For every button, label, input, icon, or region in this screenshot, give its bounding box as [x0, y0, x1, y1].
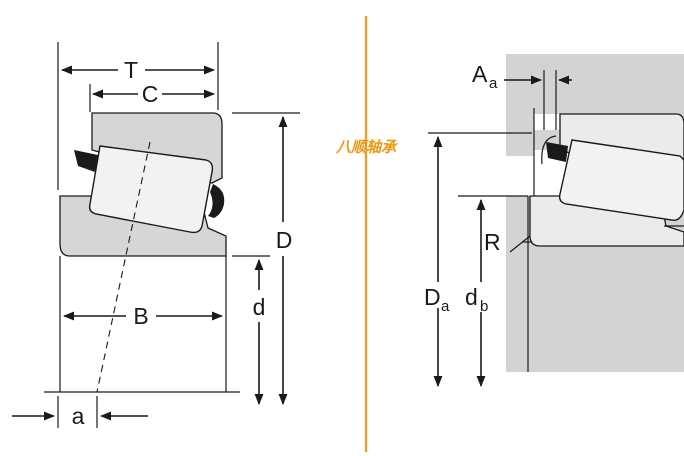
housing-top — [506, 54, 684, 114]
label-C: C — [142, 81, 159, 107]
cage-left — [74, 150, 98, 172]
label-B: B — [133, 303, 148, 329]
label-R: R — [484, 229, 501, 255]
dimension-a: a — [12, 396, 148, 429]
watermark: 八顺轴承 — [335, 138, 398, 156]
dimension-d: d — [253, 258, 266, 406]
right-mounting-section — [428, 54, 684, 372]
pressure-center-line — [96, 141, 151, 393]
dimension-C: C — [91, 81, 216, 107]
dimension-Da: D a — [424, 135, 450, 388]
label-Da-sub: a — [441, 298, 450, 315]
cage-right — [208, 184, 225, 218]
label-Aa-sub: a — [489, 75, 498, 92]
tapered-roller — [88, 145, 214, 234]
label-Da: D — [424, 284, 441, 310]
dimension-Aa: A a — [472, 61, 572, 92]
left-bearing-section — [44, 42, 300, 393]
housing-shoulder — [506, 114, 534, 156]
dimension-B: B — [62, 303, 224, 329]
label-Aa: A — [472, 61, 488, 87]
dimension-D: D — [276, 115, 293, 406]
dimension-T: T — [60, 57, 216, 83]
dimension-db: d b — [465, 198, 488, 388]
cage-mounted — [546, 142, 568, 162]
label-db: d — [465, 284, 478, 310]
label-a: a — [72, 403, 85, 429]
label-T: T — [124, 57, 138, 83]
label-d: d — [253, 294, 266, 320]
label-db-sub: b — [480, 298, 488, 315]
label-D: D — [276, 227, 293, 253]
